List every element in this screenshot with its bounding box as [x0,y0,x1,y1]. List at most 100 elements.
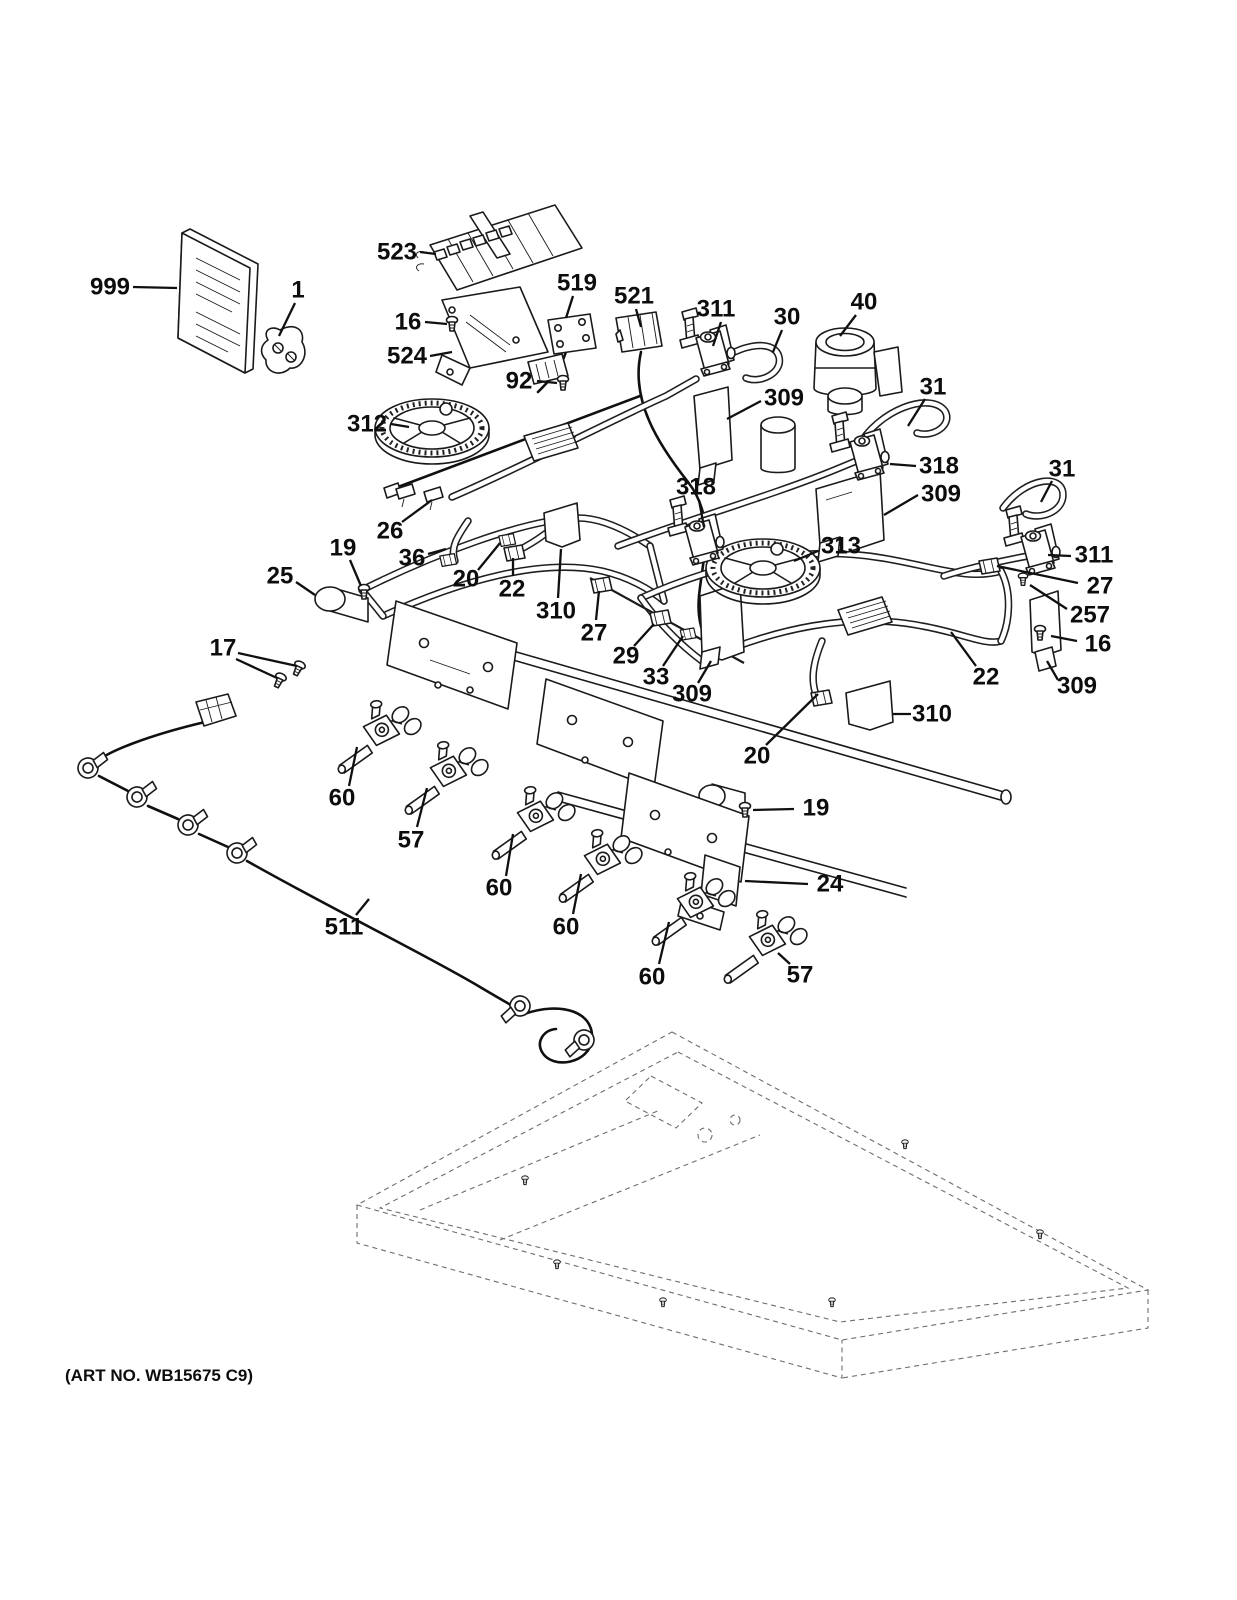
part-label-1-1: 1 [291,277,304,304]
part-label-318-16: 318 [676,474,716,501]
part-label-20-32: 20 [744,743,771,770]
leader-line-25-24 [295,581,316,596]
leader-line-19-39 [752,807,795,812]
screw-17-b [270,670,289,691]
leader-line-20-20 [477,542,501,571]
leader-line-57-46 [777,952,791,965]
leader-line-22-30 [950,631,977,667]
wire-clips-26 [395,483,444,511]
part-label-29-27: 29 [613,643,640,670]
leader-line-311-8 [711,321,723,347]
burner-valve-57-1 [397,736,496,816]
part-label-60-44: 60 [553,914,580,941]
part-label-22-21: 22 [499,576,526,603]
leader-line-29-27 [633,623,655,647]
leader-line-60-45 [657,921,671,965]
vent-grid-right [837,596,893,636]
leader-line-92-7 [536,379,558,385]
burner-valve-60-1 [330,695,429,775]
leader-line-310-22 [556,548,563,599]
leader-line-511-47 [355,898,370,916]
burner-valve-60-2 [484,781,583,861]
part-label-16-5: 16 [395,309,422,336]
part-label-16-37: 16 [1085,631,1112,658]
part-label-22-30: 22 [973,664,1000,691]
part-label-519-3: 519 [557,270,597,297]
leader-line-17-25 [235,657,278,680]
part-label-309-38: 309 [1057,673,1097,700]
spark-harness-511 [74,693,598,1064]
range-chassis-phantom [355,1031,1150,1379]
leader-line-16-5 [424,320,448,326]
part-label-31-33: 31 [1049,456,1076,483]
part-label-60-43: 60 [486,875,513,902]
leader-line-26-18 [401,499,433,523]
part-label-311-34: 311 [1075,542,1114,569]
part-label-60-45: 60 [639,964,666,991]
part-label-57-46: 57 [787,962,814,989]
part-label-257-36: 257 [1070,602,1110,629]
leader-line-30-9 [771,329,784,353]
part-label-310-31: 310 [912,701,952,728]
vent-grid-left [523,422,579,462]
mini-manual-booklet [177,228,259,374]
leader-line-318-16 [697,499,706,528]
part-label-31-11: 31 [920,374,947,401]
part-label-24-40: 24 [817,871,844,898]
screw-257 [1017,572,1029,587]
pressure-regulator-40 [813,327,903,416]
leader-line-309-13 [883,494,919,516]
leader-line-27-26 [594,590,601,621]
part-label-40-10: 40 [851,289,878,316]
leader-line-33-28 [662,635,684,667]
leader-line-31-11 [907,398,926,427]
part-label-19-23: 19 [330,535,357,562]
part-label-20-20: 20 [453,566,480,593]
part-label-311-8: 311 [697,296,736,323]
part-label-999-0: 999 [90,274,130,301]
part-label-25-24: 25 [267,563,294,590]
spark-switch-assembly-523 [415,204,583,291]
leader-line-311-34 [1047,553,1072,558]
hardware-kit-bag [260,326,306,374]
part-label-523-2: 523 [377,239,417,266]
part-label-26-18: 26 [377,518,404,545]
part-label-521-4: 521 [614,283,654,310]
leader-line-19-23 [348,559,363,587]
leader-line-257-36 [1029,584,1068,610]
air-shutter-cylinder [760,416,796,474]
leader-line-309-29 [697,660,712,684]
shutoff-valve-318-left [667,495,725,566]
part-label-27-26: 27 [581,620,608,647]
part-label-524-6: 524 [387,343,428,370]
part-label-33-28: 33 [643,664,670,691]
sealed-burner-312 [375,399,489,464]
leader-line-524-6 [429,350,453,358]
leader-line-60-41 [347,746,359,787]
switch-bracket-524 [435,286,549,386]
part-label-36-19: 36 [399,545,426,572]
part-label-30-9: 30 [774,304,801,331]
part-label-310-22: 310 [536,598,576,625]
leader-line-20-32 [765,693,819,746]
part-label-60-41: 60 [329,785,356,812]
bracket-310-left [543,502,581,548]
leader-line-313-17 [793,549,819,563]
leader-line-519-3 [564,295,575,319]
leader-line-60-43 [504,833,515,877]
support-bracket-309-lower [699,582,745,670]
support-bracket-309-center [693,386,733,486]
part-label-318-12: 318 [919,453,959,480]
art-no: (ART NO. WB15675 C9) [65,1366,253,1385]
part-label-57-42: 57 [398,827,425,854]
screw-17-a [289,658,308,679]
leader-line-17-25 [237,651,298,668]
part-label-19-39: 19 [803,795,830,822]
leader-line-60-44 [571,873,583,915]
leader-line-521-4 [634,308,643,328]
part-label-92-7: 92 [506,368,533,395]
leader-line-24-40 [744,879,809,886]
leader-line-1-1 [277,302,297,337]
